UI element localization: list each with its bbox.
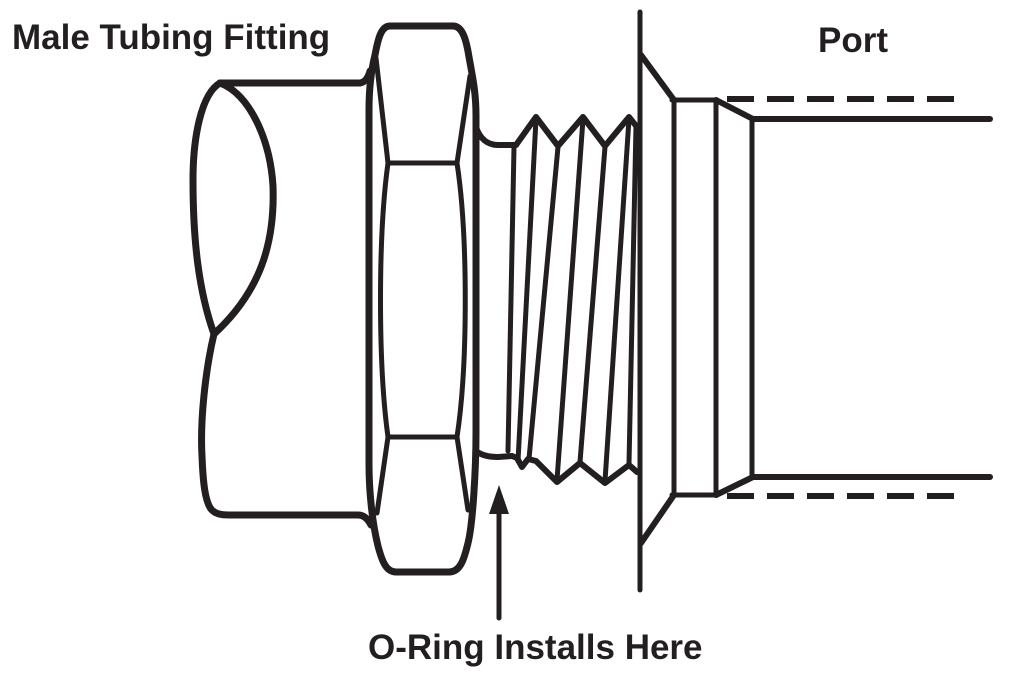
hex-nut-facet-lines bbox=[373, 55, 473, 516]
oring-groove-top bbox=[473, 124, 519, 148]
tube-end-tail bbox=[198, 330, 233, 519]
oring-groove-bottom bbox=[473, 448, 515, 460]
oring-groove bbox=[473, 124, 519, 460]
tube-bottom-line bbox=[225, 511, 375, 529]
port-bore-lines bbox=[749, 116, 993, 480]
port-hidden-thread-dashed-lines bbox=[727, 96, 960, 499]
tube-end-curve-outer bbox=[189, 79, 224, 338]
port-section bbox=[637, 9, 993, 593]
tube-end-curve-inner bbox=[210, 79, 277, 338]
port-bore-chamfers bbox=[713, 97, 756, 498]
port-entry-chamfers bbox=[638, 52, 677, 546]
hex-nut-outline bbox=[365, 22, 480, 576]
hex-nut bbox=[365, 22, 480, 576]
tube-top-line bbox=[216, 67, 374, 87]
male-tubing-fitting-label: Male Tubing Fitting bbox=[12, 18, 331, 57]
port-counterbore-edges bbox=[669, 97, 755, 498]
oring-installs-here-label: O-Ring Installs Here bbox=[368, 628, 703, 667]
male-threads bbox=[505, 114, 640, 486]
thread-flank-lines bbox=[505, 116, 639, 484]
tube-body bbox=[189, 67, 375, 529]
arrow-head bbox=[489, 485, 509, 514]
port-label: Port bbox=[818, 21, 888, 60]
oring-location-arrow-icon bbox=[489, 485, 509, 621]
